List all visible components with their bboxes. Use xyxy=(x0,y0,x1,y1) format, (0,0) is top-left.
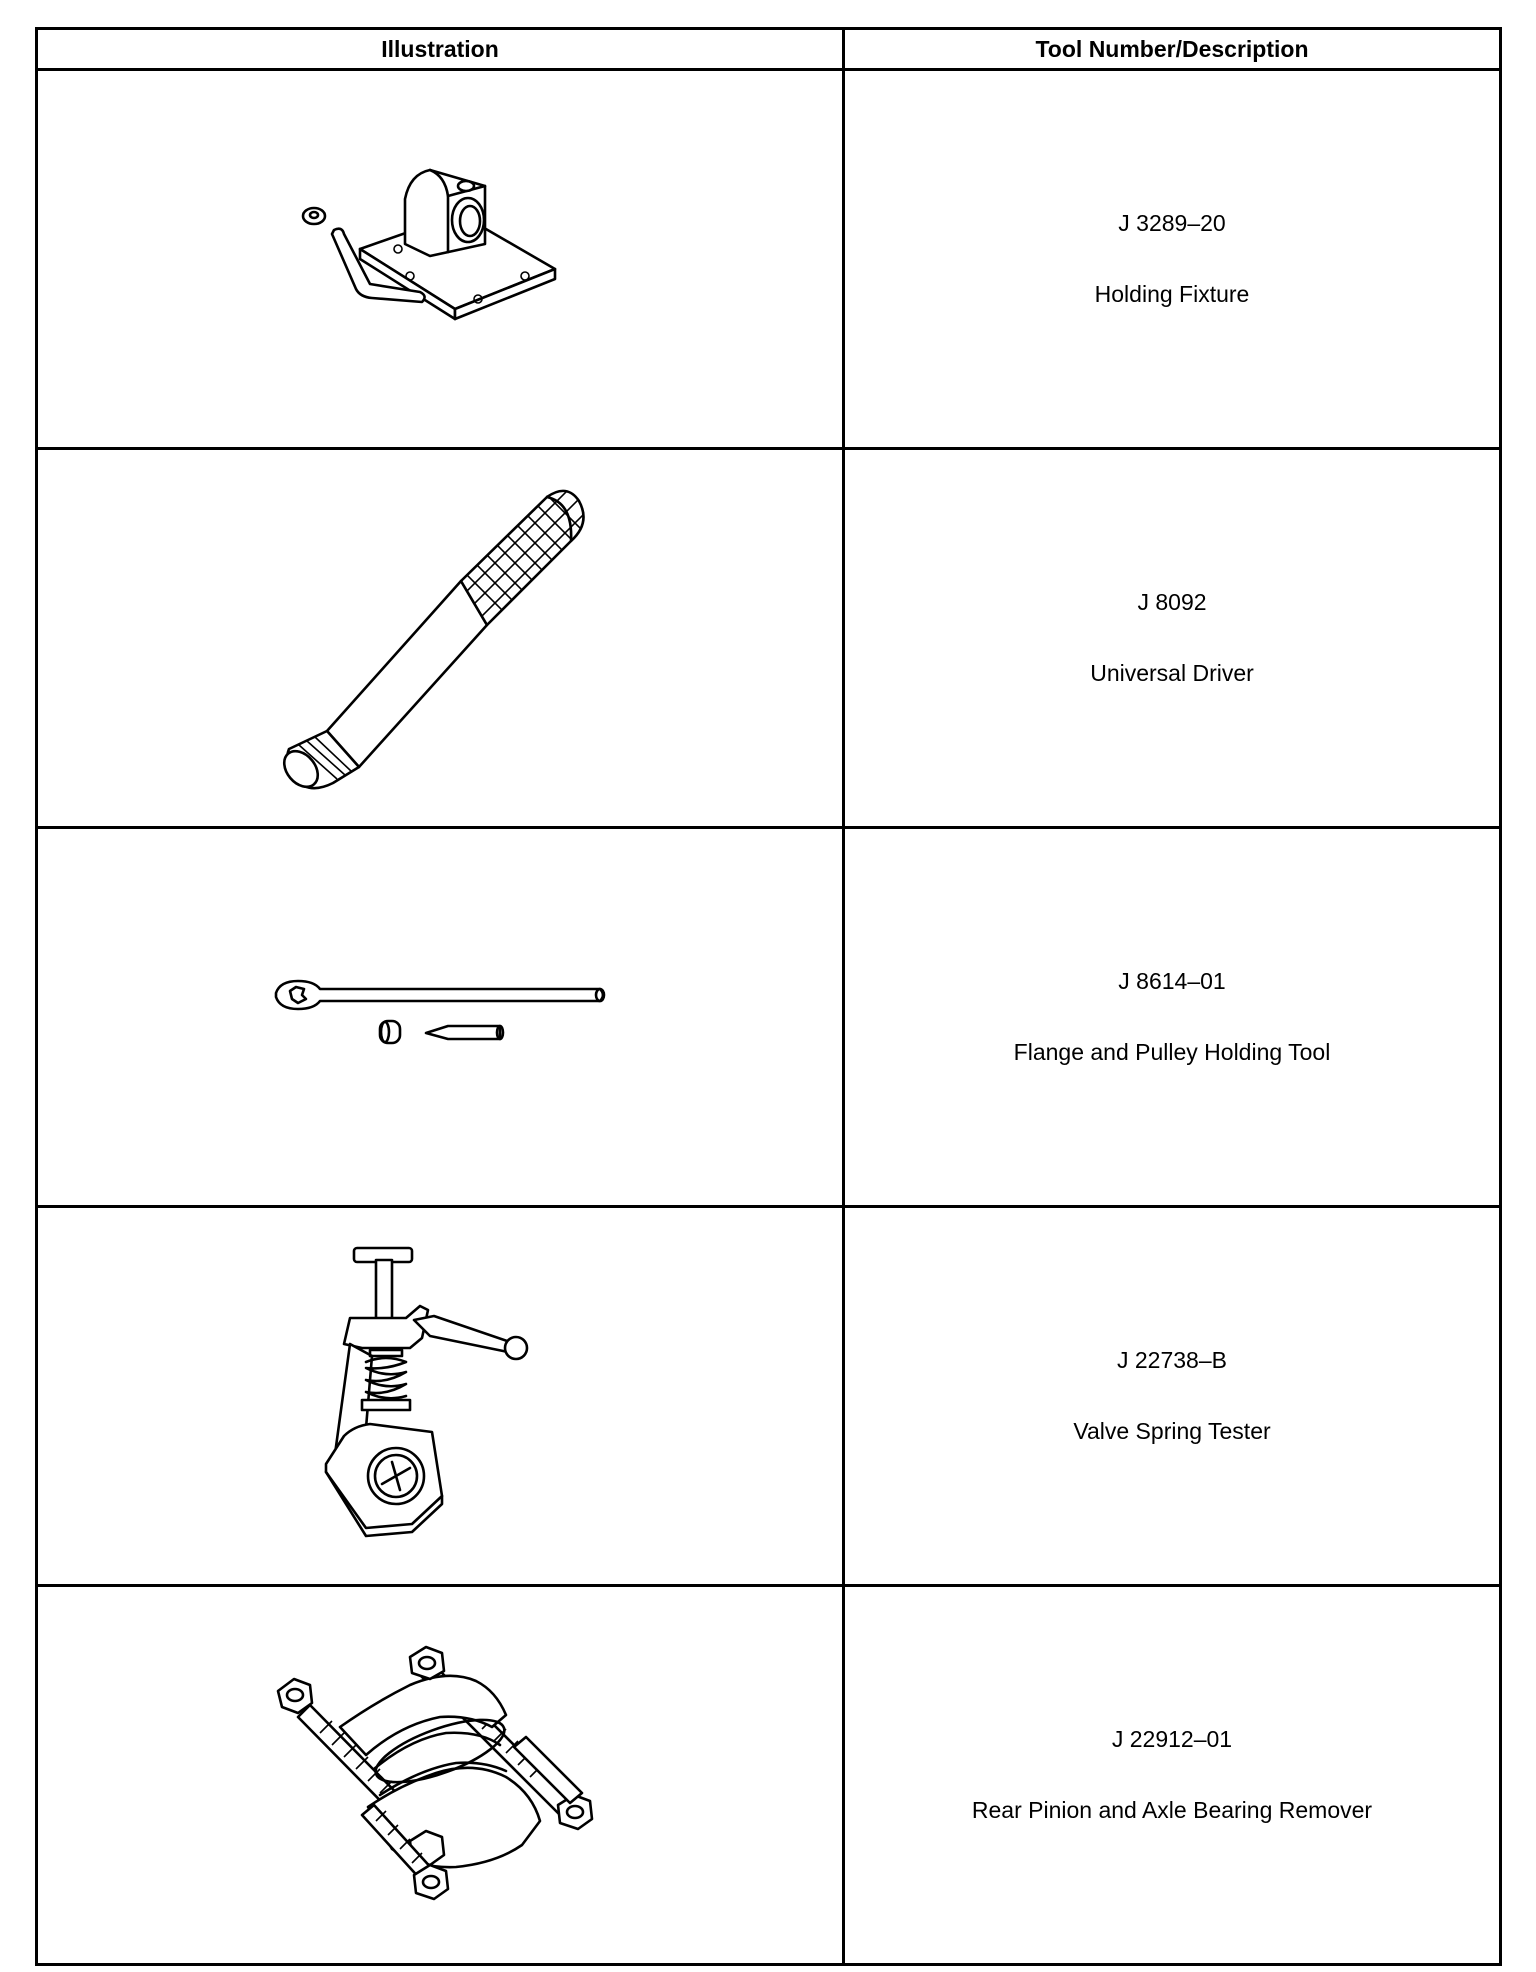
table-row: J 8614–01 Flange and Pulley Holding Tool xyxy=(35,826,1502,1208)
tool-description: Flange and Pulley Holding Tool xyxy=(1013,1039,1331,1065)
tool-number: J 3289–20 xyxy=(1118,210,1226,236)
valve-spring-tester-icon xyxy=(324,1246,529,1538)
bearing-remover-icon xyxy=(276,1645,594,1901)
tool-description-cell: J 8092 Universal Driver xyxy=(842,447,1502,829)
illustration-cell xyxy=(35,68,845,450)
header-tool-number-description: Tool Number/Description xyxy=(842,27,1502,71)
flange-pulley-holding-tool-icon xyxy=(274,979,606,1045)
tool-description: Valve Spring Tester xyxy=(1073,1418,1271,1444)
header-row: Illustration Tool Number/Description xyxy=(35,27,1502,71)
table-row: J 22738–B Valve Spring Tester xyxy=(35,1205,1502,1587)
tool-description-cell: J 3289–20 Holding Fixture xyxy=(842,68,1502,450)
tool-number: J 22912–01 xyxy=(1111,1726,1233,1752)
illustration-cell xyxy=(35,826,845,1208)
illustration-cell xyxy=(35,1205,845,1587)
tool-description: Universal Driver xyxy=(1090,660,1254,686)
header-illustration: Illustration xyxy=(35,27,845,71)
illustration-cell xyxy=(35,1584,845,1966)
universal-driver-icon xyxy=(282,489,585,790)
tool-description-cell: J 8614–01 Flange and Pulley Holding Tool xyxy=(842,826,1502,1208)
tool-description: Rear Pinion and Axle Bearing Remover xyxy=(971,1797,1373,1823)
tool-description: Holding Fixture xyxy=(1094,281,1250,307)
special-tools-table: Illustration Tool Number/Description xyxy=(35,27,1502,1966)
tool-number: J 8614–01 xyxy=(1118,968,1226,994)
holding-fixture-icon xyxy=(301,168,557,321)
tool-description-cell: J 22738–B Valve Spring Tester xyxy=(842,1205,1502,1587)
tool-description-cell: J 22912–01 Rear Pinion and Axle Bearing … xyxy=(842,1584,1502,1966)
table-row: J 3289–20 Holding Fixture xyxy=(35,68,1502,450)
table-row: J 22912–01 Rear Pinion and Axle Bearing … xyxy=(35,1584,1502,1966)
tool-number: J 22738–B xyxy=(1117,1347,1227,1373)
tool-number: J 8092 xyxy=(1137,589,1207,615)
table-row: J 8092 Universal Driver xyxy=(35,447,1502,829)
illustration-cell xyxy=(35,447,845,829)
